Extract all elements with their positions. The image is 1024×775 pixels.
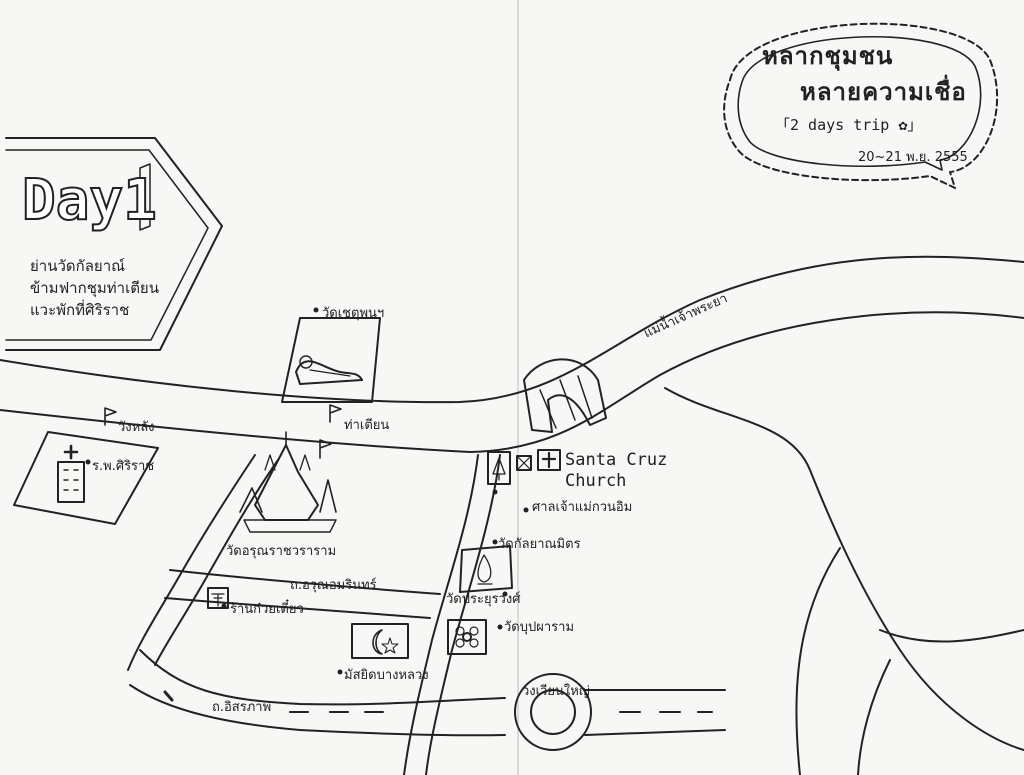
temple-icon [459,545,513,593]
label-road-arun-amarin: ถ.อรุณอมรินทร์ [290,578,377,593]
title-line-2: หลายความเชื่อ [800,78,967,106]
label-siriraj: ร.พ.ศิริราช [92,459,155,474]
circle-roundabout [514,673,592,751]
label-wang-lang: วังหลัง [118,420,155,435]
label-mosque: มัสยิดบางหลวง [344,668,429,683]
day-sign-frame [5,137,223,351]
label-circle: วงเวียนใหญ่ [522,684,590,699]
reclining-buddha-icon [295,360,363,385]
label-road-itsaraphap: ถ.อิสรภาพ [212,700,272,715]
title-bubble [723,22,999,189]
label-prayoon: วัดประยุรวงศ์ [446,592,521,607]
siriraj-block [13,431,159,525]
label-kalaya: วัดกัลยาณมิตร [498,537,581,552]
label-kuan-im: ศาลเจ้าแม่กวนอิม [532,500,633,515]
label-santa-cruz: Santa Cruz Church [565,450,668,491]
title-line-1: หลากชุมชน [762,42,894,70]
day-line-2: ข้ามฟากชุมท่าเตียน [30,279,159,297]
label-tha-tien: ท่าเตียน [344,418,390,433]
river-bank-bottom [0,311,1024,453]
day-title: Day1 [21,167,158,234]
label-wat-arun: วัดอรุณราชวราราม [226,544,337,559]
mosque-crescent-icon [351,623,409,659]
river-bank-top [0,255,1024,404]
day-line-1: ย่านวัดกัลยาณ์ [30,257,126,275]
trip-date: 20~21 พ.ย. 2555 [858,150,968,165]
label-wat-pho: วัดเชตุพนฯ [322,306,385,321]
flower-icon [447,619,487,655]
church-cross-icon [537,449,561,471]
hospital-icon [57,461,85,503]
bridge-icon [523,358,607,433]
label-buppharam: วัดบุปผาราม [504,620,575,635]
noodle-shop-icon [207,587,229,609]
wat-pho-block [281,317,381,403]
label-noodle: ร้านก๋วยเตี๋ยว [230,602,304,617]
day-line-3: แวะพักที่ศิริราช [30,301,130,319]
trip-label: 「2 days trip ✿」 [775,116,923,134]
pier-flag-icon [104,404,342,459]
